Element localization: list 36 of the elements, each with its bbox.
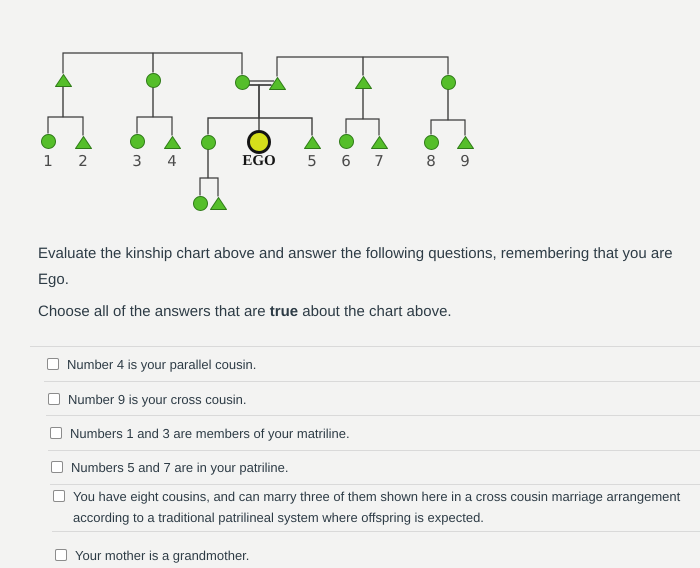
answer-option: Numbers 5 and 7 are in your patriline. <box>71 457 697 478</box>
sibling-line <box>362 56 449 76</box>
answer-option: Your mother is a grandmother. <box>75 545 697 566</box>
triangle-symbol <box>210 196 226 210</box>
descent-line <box>362 88 380 136</box>
triangle-symbol <box>54 74 72 86</box>
descent-line <box>207 150 219 196</box>
triangle-symbol <box>268 76 286 90</box>
ego-label: EGO <box>242 153 276 169</box>
member-number: 7 <box>374 153 384 169</box>
answer-option: You have eight cousins, and can marry three of them shown here in a cross cousin marriage arrangement according to a traditional patrilineal system where offspring is expected. <box>73 486 697 528</box>
member-number: 1 <box>43 153 53 169</box>
member-number: 4 <box>167 153 177 169</box>
answer-option: Number 4 is your parallel cousin. <box>67 354 697 375</box>
circle-symbol <box>200 134 216 150</box>
answer-option: Numbers 1 and 3 are members of your matriline. <box>70 423 697 444</box>
circle-symbol <box>440 74 456 90</box>
sibling-line <box>152 52 243 74</box>
member-number: 5 <box>307 153 317 169</box>
circle-symbol <box>146 72 160 88</box>
member-number: 2 <box>78 153 88 169</box>
instruction-text: Evaluate the kinship chart above and answer the following questions, remembering that you are Ego. <box>38 244 674 290</box>
descent-line <box>447 90 466 136</box>
member-number: 3 <box>132 153 142 169</box>
triangle-symbol <box>354 76 372 88</box>
descent-line <box>62 86 84 136</box>
circle-symbol <box>192 196 208 210</box>
descent-line <box>152 88 173 136</box>
member-number: 8 <box>426 153 436 169</box>
circle-symbol <box>234 74 250 90</box>
answer-option: Number 9 is your cross cousin. <box>68 389 697 410</box>
member-number: 9 <box>460 153 470 169</box>
sibling-line <box>62 52 154 74</box>
sibling-line <box>276 56 364 76</box>
question-prompt: Choose all of the answers that are true about the chart above. <box>38 302 453 322</box>
member-number: 6 <box>341 153 351 169</box>
